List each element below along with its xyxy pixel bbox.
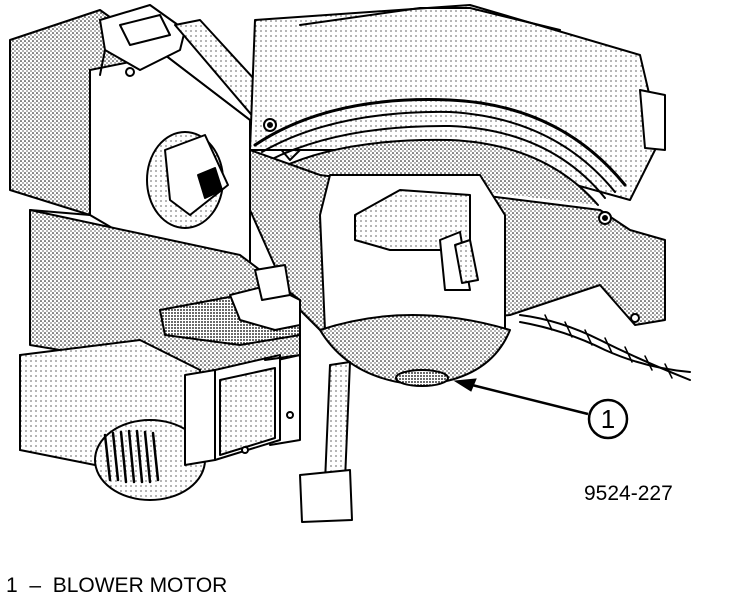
figure-number: 9524-227 xyxy=(584,482,673,505)
legend-label: BLOWER MOTOR xyxy=(52,574,228,597)
callout-1: 1 xyxy=(587,398,629,440)
callout-1-leader xyxy=(467,382,589,416)
legend-number: 1 xyxy=(6,574,18,597)
callout-1-number: 1 xyxy=(601,404,615,434)
legend-dash: – xyxy=(29,574,42,597)
callout-1-arrowhead xyxy=(453,378,477,392)
legend-item: 1 – BLOWER MOTOR xyxy=(6,574,227,598)
